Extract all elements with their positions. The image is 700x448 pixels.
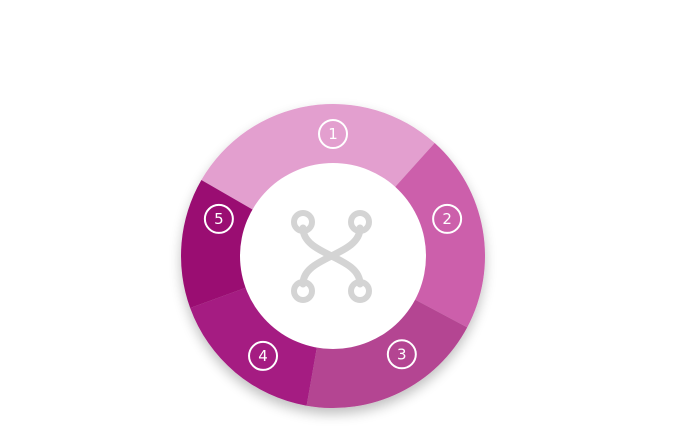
segment-5-label-ring: [203, 203, 234, 234]
segment-3-label: 3: [397, 345, 407, 363]
segment-2-label-ring: [432, 203, 463, 234]
branch-merge-icon: [291, 210, 372, 303]
segment-5-label: 5: [214, 210, 224, 228]
ring-segment-1: [201, 103, 435, 211]
segment-4-label-ring: [248, 340, 279, 371]
segment-1-label-ring: [318, 119, 348, 149]
segment-2-label: 2: [442, 210, 452, 228]
segment-labels: 1 2 3 4 5: [203, 119, 463, 371]
segment-3-label-ring: [386, 339, 417, 370]
ring-segments: [181, 103, 485, 408]
ring-segment-2: [393, 143, 485, 328]
ring-segment-5: [181, 180, 256, 308]
segment-4-label: 4: [258, 347, 268, 365]
segment-1-label: 1: [328, 125, 338, 143]
